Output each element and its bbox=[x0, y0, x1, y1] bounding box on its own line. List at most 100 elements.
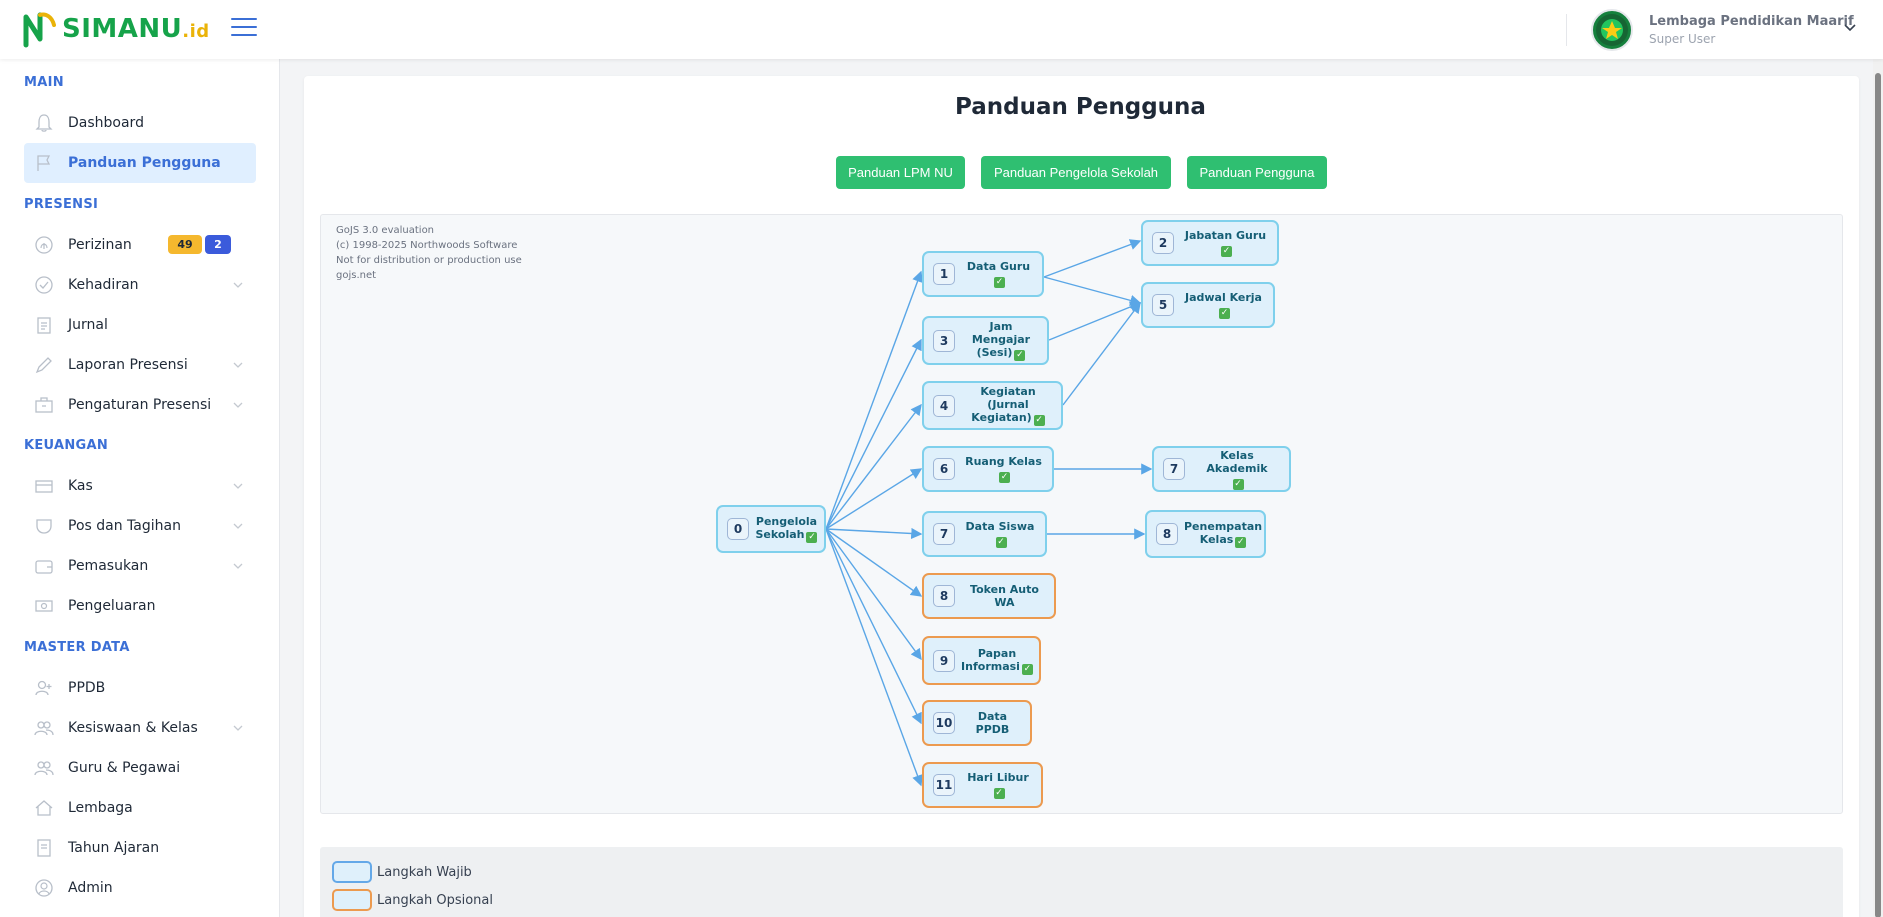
sidebar-item-label: Pengeluaran bbox=[68, 598, 156, 614]
node-hari-libur[interactable]: 11 Hari Libur✓ bbox=[922, 762, 1043, 808]
node-label-line: (Sesi) bbox=[976, 346, 1013, 359]
node-number: 6 bbox=[933, 458, 955, 480]
home-icon bbox=[32, 796, 56, 820]
node-data-guru[interactable]: 1 Data Guru✓ bbox=[922, 251, 1044, 297]
institution-logo-icon bbox=[1596, 14, 1628, 46]
clipboard-icon bbox=[32, 313, 56, 337]
panduan-lpm-nu-button[interactable]: Panduan LPM NU bbox=[836, 156, 965, 189]
top-divider bbox=[1566, 14, 1567, 46]
sidebar-item-ppdb[interactable]: PPDB bbox=[24, 668, 256, 708]
link-1-2 bbox=[1043, 239, 1142, 278]
sidebar-item-kesiswaan-kelas[interactable]: Kesiswaan & Kelas bbox=[24, 708, 256, 748]
node-label: Jam Mengajar(Sesi)✓ bbox=[955, 320, 1047, 361]
node-jam-mengajar[interactable]: 3 Jam Mengajar(Sesi)✓ bbox=[922, 316, 1049, 365]
node-number: 10 bbox=[933, 712, 955, 734]
checkmark-icon: ✓ bbox=[999, 472, 1010, 483]
node-number: 7 bbox=[1163, 458, 1185, 480]
node-label-line: Data Guru bbox=[966, 260, 1031, 273]
user-name[interactable]: Lembaga Pendidikan Maarif bbox=[1649, 14, 1854, 29]
sidebar-item-lembaga[interactable]: Lembaga bbox=[24, 788, 256, 828]
sidebar-item-label: Kas bbox=[68, 478, 93, 494]
chevron-down-icon[interactable] bbox=[1843, 20, 1857, 34]
pocket-icon bbox=[32, 514, 56, 538]
sidebar-item-kehadiran[interactable]: Kehadiran bbox=[24, 265, 256, 305]
node-kelas-akademik[interactable]: 7 Kelas Akademik✓ bbox=[1152, 446, 1291, 492]
menu-toggle-button[interactable] bbox=[231, 18, 257, 38]
bell-icon bbox=[32, 111, 56, 135]
node-jabatan-guru[interactable]: 2 Jabatan Guru✓ bbox=[1141, 220, 1279, 266]
watermark-line: (c) 1998-2025 Northwoods Software bbox=[336, 240, 518, 251]
avatar[interactable] bbox=[1591, 9, 1633, 51]
link-0-11 bbox=[825, 528, 923, 787]
checkmark-icon: ✓ bbox=[1033, 415, 1045, 426]
chevron-down-icon bbox=[233, 483, 243, 489]
sidebar-item-jurnal[interactable]: Jurnal bbox=[24, 305, 256, 345]
legend-item-opsional: Langkah Opsional bbox=[332, 888, 493, 912]
node-number: 7 bbox=[933, 523, 955, 545]
node-label-line: Jabatan Guru bbox=[1184, 229, 1267, 242]
node-jadwal-kerja[interactable]: 5 Jadwal Kerja✓ bbox=[1141, 282, 1275, 328]
panduan-pengguna-button[interactable]: Panduan Pengguna bbox=[1187, 156, 1327, 189]
page-scrollbar[interactable] bbox=[1873, 59, 1883, 917]
sidebar-item-admin[interactable]: Admin bbox=[24, 868, 256, 908]
hamburger-icon-line bbox=[231, 26, 257, 28]
node-label: Data Siswa✓ bbox=[955, 520, 1045, 548]
legend-swatch-wajib bbox=[332, 861, 372, 883]
sidebar-item-pemasukan[interactable]: Pemasukan bbox=[24, 546, 256, 586]
node-number: 2 bbox=[1152, 232, 1174, 254]
sidebar-item-label: Pos dan Tagihan bbox=[68, 518, 181, 534]
checkmark-icon: ✓ bbox=[1219, 308, 1230, 319]
node-data-ppdb[interactable]: 10 Data PPDB bbox=[922, 700, 1032, 746]
sidebar-item-panduan-pengguna[interactable]: Panduan Pengguna bbox=[24, 143, 256, 183]
node-data-siswa[interactable]: 7 Data Siswa✓ bbox=[922, 511, 1047, 557]
node-label-line: Penempatan bbox=[1184, 520, 1263, 533]
node-token-auto-wa[interactable]: 8 Token Auto WA bbox=[922, 573, 1056, 619]
cash-icon bbox=[32, 594, 56, 618]
node-number: 5 bbox=[1152, 294, 1174, 316]
legend-label: Langkah Wajib bbox=[377, 864, 472, 880]
node-label-line: Kelas Akademik bbox=[1206, 448, 1268, 475]
sidebar-item-pos-dan-tagihan[interactable]: Pos dan Tagihan bbox=[24, 506, 256, 546]
logo[interactable]: SIMANU.id bbox=[22, 8, 210, 50]
sidebar-item-dashboard[interactable]: Dashboard bbox=[24, 103, 256, 143]
link-0-10 bbox=[825, 528, 922, 725]
guide-diagram[interactable]: GoJS 3.0 evaluation (c) 1998-2025 Northw… bbox=[320, 214, 1843, 814]
node-number: 3 bbox=[933, 329, 955, 352]
sidebar-item-laporan-presensi[interactable]: Laporan Presensi bbox=[24, 345, 256, 385]
briefcase-icon bbox=[32, 393, 56, 417]
link-0-9 bbox=[825, 528, 922, 661]
users-icon bbox=[32, 756, 56, 780]
link-3-5 bbox=[1048, 301, 1142, 341]
node-number: 1 bbox=[933, 263, 955, 285]
sidebar-item-perizinan[interactable]: Perizinan 49 2 bbox=[24, 225, 256, 265]
sidebar-item-pengaturan-presensi[interactable]: Pengaturan Presensi bbox=[24, 385, 256, 425]
scrollbar-thumb[interactable] bbox=[1875, 73, 1881, 917]
node-label: Jadwal Kerja✓ bbox=[1174, 291, 1273, 319]
pending-count-badge: 49 bbox=[168, 235, 202, 254]
sidebar-item-tahun-ajaran[interactable]: Tahun Ajaran bbox=[24, 828, 256, 868]
sidebar-item-guru-pegawai[interactable]: Guru & Pegawai bbox=[24, 748, 256, 788]
node-label: Data PPDB bbox=[975, 710, 1010, 736]
sidebar-item-label: PPDB bbox=[68, 680, 106, 696]
watermark-line: gojs.net bbox=[336, 270, 377, 281]
logo-text: SIMANU.id bbox=[62, 14, 210, 44]
section-title-keuangan: KEUANGAN bbox=[24, 438, 109, 453]
sidebar-item-kas[interactable]: Kas bbox=[24, 466, 256, 506]
sidebar-item-pengeluaran[interactable]: Pengeluaran bbox=[24, 586, 256, 626]
user-circle-icon bbox=[32, 876, 56, 900]
node-ruang-kelas[interactable]: 6 Ruang Kelas✓ bbox=[922, 446, 1054, 492]
node-label: Jabatan Guru✓ bbox=[1174, 229, 1277, 257]
node-label: Kelas Akademik✓ bbox=[1185, 449, 1289, 490]
link-0-3 bbox=[825, 338, 922, 530]
node-number: 11 bbox=[933, 774, 955, 796]
node-label-line: Hari Libur bbox=[967, 771, 1029, 784]
panduan-pengelola-sekolah-button[interactable]: Panduan Pengelola Sekolah bbox=[981, 156, 1171, 189]
